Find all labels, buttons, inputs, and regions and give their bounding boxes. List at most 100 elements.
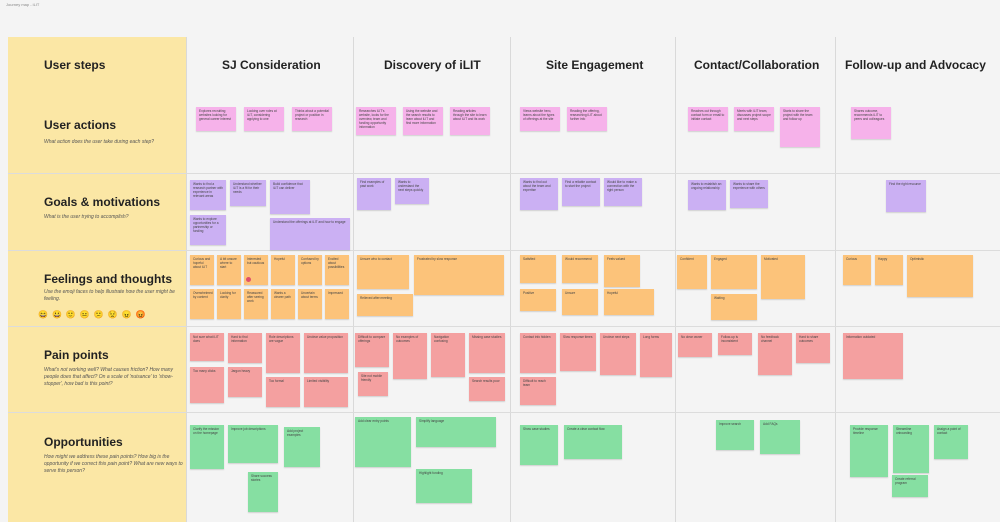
sticky-note[interactable]: No clear owner bbox=[678, 333, 712, 357]
sticky-note[interactable]: Understand the offerings at iLIT and how… bbox=[270, 218, 350, 250]
sticky-note[interactable]: Shares outcome, recommends iLIT to peers… bbox=[851, 107, 891, 139]
sticky-note[interactable]: Optimistic bbox=[907, 255, 973, 297]
sticky-note[interactable]: Not sure what iLIT does bbox=[190, 333, 224, 361]
sticky-note[interactable]: Wants to establish an ongoing relationsh… bbox=[688, 180, 726, 210]
sticky-note[interactable]: Looking over roles at iLIT, considering … bbox=[244, 107, 284, 131]
sticky-note[interactable]: No examples of outcomes bbox=[393, 333, 427, 379]
sticky-note[interactable]: Reaches out through contact form or emai… bbox=[688, 107, 728, 131]
sticky-note[interactable]: Would like to make a connection with the… bbox=[604, 178, 642, 206]
sticky-note[interactable]: Wants to explore opportunities for a par… bbox=[190, 215, 226, 245]
sticky-note[interactable]: Curious and hopeful about iLIT bbox=[190, 255, 214, 285]
sticky-note[interactable]: Share success stories bbox=[248, 472, 278, 512]
sticky-note[interactable]: Meets with iLIT team, discusses project … bbox=[734, 107, 774, 131]
sticky-note[interactable]: Simplify language bbox=[416, 417, 496, 447]
row-divider bbox=[8, 250, 1000, 251]
sticky-note[interactable]: Frustrated by slow response bbox=[414, 255, 504, 295]
sticky-note[interactable]: Limited visibility bbox=[304, 377, 348, 407]
sticky-note[interactable]: Thinks about a potential project or posi… bbox=[292, 107, 332, 131]
sticky-note[interactable]: Site not mobile friendly bbox=[358, 372, 388, 396]
sticky-note[interactable]: Engaged bbox=[711, 255, 757, 289]
sticky-note[interactable]: Researches iLIT's website, looks for the… bbox=[356, 107, 396, 135]
sticky-note[interactable]: Wants to understand the next steps quick… bbox=[395, 178, 429, 204]
sticky-note[interactable]: Difficult to compare offerings bbox=[355, 333, 389, 367]
sticky-note[interactable]: Find examples of past work bbox=[357, 178, 391, 210]
sticky-note[interactable]: Create referral program bbox=[892, 475, 928, 497]
sticky-note[interactable]: Overwhelmed by content bbox=[190, 289, 214, 319]
sticky-note[interactable]: Find a reliable contact to start the pro… bbox=[562, 178, 600, 206]
sticky-note[interactable]: Add clear entry points bbox=[355, 417, 411, 467]
sticky-note[interactable]: Looking for clarity bbox=[217, 289, 241, 319]
sticky-note[interactable]: Wants a clearer path bbox=[271, 289, 295, 319]
sticky-note[interactable]: Unclear value proposition bbox=[304, 333, 348, 373]
sticky-note[interactable]: Unsure who to contact bbox=[357, 255, 409, 289]
sticky-note[interactable]: Unsure bbox=[562, 289, 598, 315]
sticky-note[interactable]: Feels valued bbox=[604, 255, 640, 287]
sticky-note[interactable]: Confident bbox=[677, 255, 707, 289]
sticky-note[interactable]: Follow-up is inconsistent bbox=[718, 333, 752, 355]
sticky-note[interactable]: Missing case studies bbox=[469, 333, 505, 373]
sticky-note[interactable]: Assign a point of contact bbox=[934, 425, 968, 459]
sticky-note[interactable]: Too formal bbox=[266, 377, 300, 407]
sticky-note[interactable]: Impressed bbox=[325, 289, 349, 319]
sticky-note[interactable]: Would recommend bbox=[562, 255, 598, 283]
sticky-note[interactable]: No feedback channel bbox=[758, 333, 792, 375]
sticky-note[interactable]: Long forms bbox=[640, 333, 672, 377]
sticky-note[interactable]: Add project examples bbox=[284, 427, 320, 467]
sticky-note[interactable]: Reassured after seeing work bbox=[244, 289, 268, 319]
sticky-note[interactable]: Difficult to reach team bbox=[520, 377, 556, 405]
sticky-note[interactable]: Satisfied bbox=[520, 255, 556, 283]
sticky-note[interactable]: Hard to share outcomes bbox=[796, 333, 830, 363]
sticky-note[interactable]: Happy bbox=[875, 255, 903, 285]
sticky-note[interactable]: Waiting bbox=[711, 294, 757, 320]
sticky-note[interactable]: Reading the offering, researching iLIT a… bbox=[567, 107, 607, 131]
sticky-note[interactable]: Highlight funding bbox=[416, 469, 472, 503]
sticky-note[interactable]: Role descriptions are vague bbox=[266, 333, 300, 373]
row-desc-pain: What's not working well? What causes fri… bbox=[44, 367, 174, 387]
sticky-note[interactable]: Contact info hidden bbox=[520, 333, 556, 373]
sticky-note[interactable]: A bit unsure where to start bbox=[217, 255, 241, 285]
sticky-note[interactable]: Wants to find a research partner with ex… bbox=[190, 180, 226, 210]
sticky-note[interactable]: Explores recruiting websites looking for… bbox=[196, 107, 236, 131]
sticky-note[interactable]: Excited about possibilities bbox=[325, 255, 349, 285]
sticky-note[interactable]: Understand whether iLIT is a fit for the… bbox=[230, 180, 266, 206]
sticky-note[interactable]: Positive bbox=[520, 289, 556, 311]
sticky-note[interactable]: Curious bbox=[843, 255, 871, 285]
column-divider bbox=[675, 37, 676, 522]
sticky-note[interactable]: Uncertain about terms bbox=[298, 289, 322, 319]
row-desc-feelings: Use the emoji faces to help illustrate h… bbox=[44, 289, 175, 302]
sticky-note[interactable]: Reading articles through the site to lea… bbox=[450, 107, 490, 135]
sticky-note[interactable]: Clarify the mission on the homepage bbox=[190, 425, 224, 469]
sticky-note[interactable]: Improve search bbox=[716, 420, 754, 450]
sticky-note[interactable]: Hopeful bbox=[604, 289, 654, 315]
sticky-note[interactable]: Improve job descriptions bbox=[228, 425, 278, 463]
row-desc-goals: What is the user trying to accomplish? bbox=[44, 214, 129, 220]
sticky-note[interactable]: Wants to share the experience with other… bbox=[730, 180, 768, 208]
sticky-note[interactable]: Too many clicks bbox=[190, 367, 224, 403]
sticky-note[interactable]: Wants to find out about the team and exp… bbox=[520, 178, 558, 210]
sticky-note[interactable]: Jargon heavy bbox=[228, 367, 262, 397]
sticky-note[interactable]: Search results poor bbox=[469, 377, 505, 401]
sticky-note[interactable]: Motivated bbox=[761, 255, 805, 299]
sticky-note[interactable]: Hard to find information bbox=[228, 333, 262, 363]
row-title-goals: Goals & motivations bbox=[44, 195, 161, 209]
sticky-note[interactable]: Create a clear contact flow bbox=[564, 425, 622, 459]
sticky-note[interactable]: Add FAQs bbox=[760, 420, 800, 454]
sticky-note[interactable]: Find the right resource bbox=[886, 180, 926, 212]
sticky-note[interactable]: Relieved after meeting bbox=[357, 294, 413, 316]
sticky-note[interactable]: Show case studies bbox=[520, 425, 558, 465]
row-divider bbox=[8, 326, 1000, 327]
column-header-contact: Contact/Collaboration bbox=[694, 58, 820, 72]
sticky-note[interactable]: Starts to share the project with the tea… bbox=[780, 107, 820, 147]
sticky-note[interactable]: Hopeful bbox=[271, 255, 295, 285]
sticky-note[interactable]: Confused by options bbox=[298, 255, 322, 285]
sticky-note[interactable]: Streamline onboarding bbox=[893, 425, 929, 473]
sticky-note[interactable]: Build confidence that iLIT can deliver bbox=[270, 180, 310, 214]
sticky-note[interactable]: Unclear next steps bbox=[600, 333, 636, 375]
sticky-note[interactable]: Slow response times bbox=[560, 333, 596, 371]
row-desc-opportunities: How might we address these pain points? … bbox=[44, 454, 183, 474]
sticky-note[interactable]: Using the website and the search results… bbox=[403, 107, 443, 135]
sticky-note[interactable]: Navigation confusing bbox=[431, 333, 465, 377]
sticky-note[interactable]: Provide response timeline bbox=[850, 425, 888, 477]
sticky-note[interactable]: Views website hero, learns about the typ… bbox=[520, 107, 560, 131]
sticky-note[interactable]: Information outdated bbox=[843, 333, 903, 379]
